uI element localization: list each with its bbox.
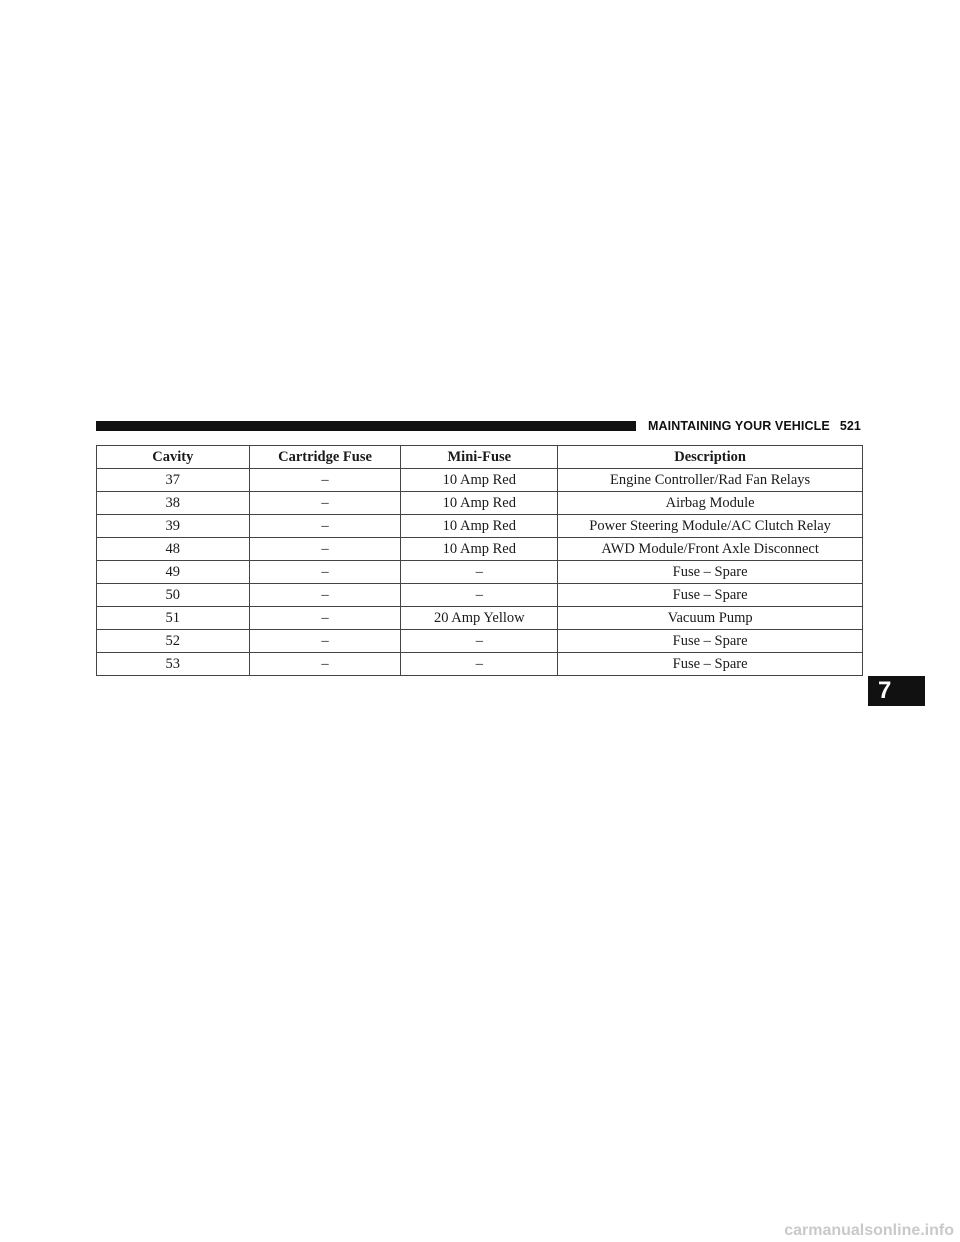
cell-cartridge-fuse: – [248, 629, 402, 653]
table-row: 52––Fuse – Spare [96, 629, 863, 653]
cell-cavity: 51 [96, 606, 250, 630]
cell-mini-fuse: – [400, 652, 559, 676]
fuse-table: Cavity Cartridge Fuse Mini-Fuse Descript… [96, 445, 863, 676]
cell-cavity: 53 [96, 652, 250, 676]
cell-mini-fuse: 20 Amp Yellow [400, 606, 559, 630]
cell-cavity: 38 [96, 491, 250, 515]
column-header-cartridge-fuse: Cartridge Fuse [248, 445, 402, 469]
cell-description: Fuse – Spare [557, 560, 863, 584]
cell-description: Power Steering Module/AC Clutch Relay [557, 514, 863, 538]
section-title: MAINTAINING YOUR VEHICLE [648, 419, 830, 433]
cell-cartridge-fuse: – [248, 468, 402, 492]
cell-cavity: 50 [96, 583, 250, 607]
watermark: carmanualsonline.info [784, 1222, 954, 1239]
cell-mini-fuse: – [400, 583, 559, 607]
header-rule [96, 421, 636, 431]
table-row: 50––Fuse – Spare [96, 583, 863, 607]
page-number: 521 [839, 419, 861, 433]
table-row: 49––Fuse – Spare [96, 560, 863, 584]
cell-description: AWD Module/Front Axle Disconnect [557, 537, 863, 561]
table-header-row: Cavity Cartridge Fuse Mini-Fuse Descript… [96, 445, 863, 469]
cell-mini-fuse: – [400, 629, 559, 653]
cell-description: Engine Controller/Rad Fan Relays [557, 468, 863, 492]
cell-mini-fuse: – [400, 560, 559, 584]
cell-mini-fuse: 10 Amp Red [400, 491, 559, 515]
cell-mini-fuse: 10 Amp Red [400, 514, 559, 538]
cell-cartridge-fuse: – [248, 606, 402, 630]
cell-description: Fuse – Spare [557, 583, 863, 607]
chapter-tab: 7 [868, 676, 925, 706]
cell-cavity: 52 [96, 629, 250, 653]
table-row: 53––Fuse – Spare [96, 652, 863, 676]
column-header-description: Description [557, 445, 863, 469]
cell-cartridge-fuse: – [248, 491, 402, 515]
cell-description: Airbag Module [557, 491, 863, 515]
cell-description: Fuse – Spare [557, 629, 863, 653]
running-header: MAINTAINING YOUR VEHICLE 521 [648, 418, 861, 434]
cell-cartridge-fuse: – [248, 560, 402, 584]
cell-cavity: 39 [96, 514, 250, 538]
cell-cartridge-fuse: – [248, 537, 402, 561]
cell-cavity: 49 [96, 560, 250, 584]
cell-cartridge-fuse: – [248, 583, 402, 607]
cell-description: Fuse – Spare [557, 652, 863, 676]
cell-cavity: 37 [96, 468, 250, 492]
cell-cavity: 48 [96, 537, 250, 561]
column-header-cavity: Cavity [96, 445, 250, 469]
column-header-mini-fuse: Mini-Fuse [400, 445, 559, 469]
cell-cartridge-fuse: – [248, 514, 402, 538]
cell-mini-fuse: 10 Amp Red [400, 537, 559, 561]
cell-cartridge-fuse: – [248, 652, 402, 676]
cell-description: Vacuum Pump [557, 606, 863, 630]
cell-mini-fuse: 10 Amp Red [400, 468, 559, 492]
